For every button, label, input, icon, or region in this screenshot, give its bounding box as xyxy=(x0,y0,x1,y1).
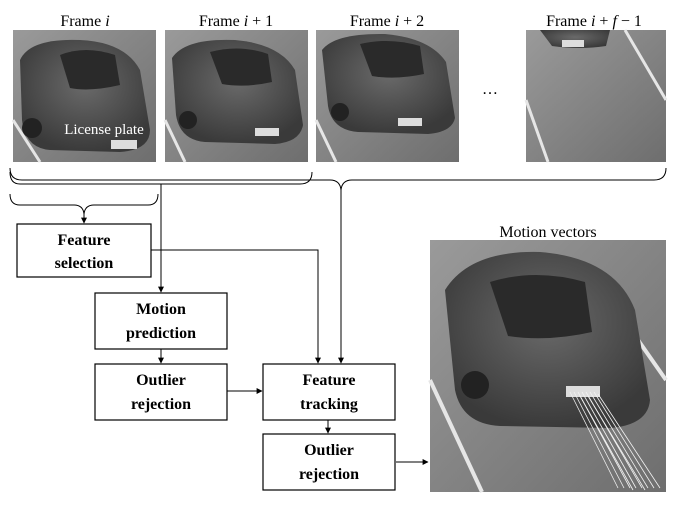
motion-license-plate-icon xyxy=(566,386,600,397)
frame-image-0 xyxy=(11,30,156,163)
frames-brace-large xyxy=(9,167,667,191)
motion-prediction-box: Motion prediction xyxy=(94,292,228,350)
frame-image-2 xyxy=(314,30,459,163)
outlier-rejection-1-line2: rejection xyxy=(131,396,191,413)
feature-selection-line1: Feature xyxy=(57,232,110,249)
frame-image-1 xyxy=(163,30,308,163)
frame-image-3 xyxy=(524,29,668,163)
motion-prediction-line1: Motion xyxy=(136,301,186,318)
frame-label-3: Frame i + f − 1 xyxy=(546,13,642,30)
motion-vectors-image xyxy=(428,240,668,493)
frame-label-2: Frame i + 2 xyxy=(350,13,424,30)
frame-label-1: Frame i + 1 xyxy=(199,13,273,30)
motion-vector-lines xyxy=(569,391,661,491)
arrow-selection-to-tracking xyxy=(151,249,321,364)
motion-prediction-line2: prediction xyxy=(126,325,196,342)
motion-vectors-label: Motion vectors xyxy=(499,224,596,241)
frames-ellipsis: … xyxy=(482,81,498,98)
frames-brace-first-two xyxy=(9,171,313,185)
frames-brace-selection xyxy=(9,193,159,215)
feature-tracking-box: Feature tracking xyxy=(262,363,396,421)
feature-tracking-line2: tracking xyxy=(300,396,358,413)
outlier-rejection-box-2: Outlier rejection xyxy=(262,433,396,491)
license-plate-label: License plate xyxy=(64,122,144,138)
frame-label-0: Frame i xyxy=(60,13,109,30)
outlier-rejection-2-line1: Outlier xyxy=(304,442,354,459)
feature-tracking-line1: Feature xyxy=(302,372,355,389)
outlier-rejection-2-line2: rejection xyxy=(299,466,359,483)
outlier-rejection-1-line1: Outlier xyxy=(136,372,186,389)
license-plate-icon xyxy=(111,140,137,149)
feature-selection-line2: selection xyxy=(55,255,114,272)
feature-selection-box: Feature selection xyxy=(16,223,152,278)
outlier-rejection-box-1: Outlier rejection xyxy=(94,363,228,421)
